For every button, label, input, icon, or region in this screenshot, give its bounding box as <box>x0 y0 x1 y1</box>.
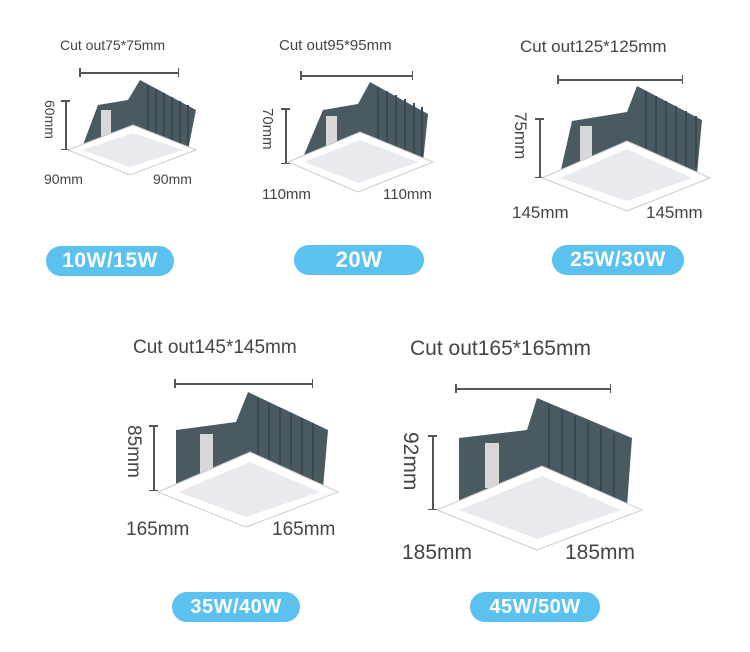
wattage-badge: 20W <box>294 245 424 275</box>
cutout-dimension-line <box>300 72 413 79</box>
cutout-label: Cut out95*95mm <box>279 37 392 54</box>
width-left-label: 165mm <box>126 519 190 540</box>
cutout-label: Cut out75*75mm <box>60 37 166 53</box>
height-dimension-line <box>62 100 69 150</box>
cutout-dimension-line <box>174 380 313 387</box>
wattage-badge: 10W/15W <box>46 246 174 276</box>
cutout-dimension-line <box>455 385 611 392</box>
wattage-badge: 25W/30W <box>552 245 684 275</box>
height-label: 60mm <box>42 100 58 139</box>
width-left-label: 90mm <box>44 171 83 187</box>
height-dimension-line <box>429 435 436 510</box>
height-label: 75mm <box>511 112 530 160</box>
width-left-label: 185mm <box>402 541 473 564</box>
height-label: 85mm <box>123 425 144 478</box>
wattage-badge: 35W/40W <box>172 592 300 622</box>
width-right-label: 110mm <box>383 186 432 203</box>
height-dimension-line <box>150 425 157 491</box>
width-right-label: 165mm <box>272 519 336 540</box>
height-label: 70mm <box>259 108 276 150</box>
width-right-label: 145mm <box>646 203 703 222</box>
downlight-image <box>286 82 435 193</box>
downlight-image <box>435 398 644 551</box>
cutout-dimension-line <box>79 69 179 76</box>
cutout-label: Cut out125*125mm <box>520 37 667 56</box>
height-dimension-line <box>536 118 543 178</box>
cutout-dimension-line <box>557 76 683 83</box>
width-left-label: 110mm <box>262 186 311 203</box>
height-dimension-line <box>282 108 289 164</box>
wattage-badge: 45W/50W <box>470 592 600 622</box>
width-right-label: 90mm <box>153 171 192 187</box>
downlight-image <box>540 86 712 212</box>
downlight-image <box>156 392 340 528</box>
height-label: 92mm <box>399 432 422 491</box>
width-right-label: 185mm <box>565 541 636 564</box>
cutout-label: Cut out165*165mm <box>410 337 591 360</box>
width-left-label: 145mm <box>512 203 569 222</box>
cutout-label: Cut out145*145mm <box>133 337 297 358</box>
downlight-image <box>66 80 198 176</box>
